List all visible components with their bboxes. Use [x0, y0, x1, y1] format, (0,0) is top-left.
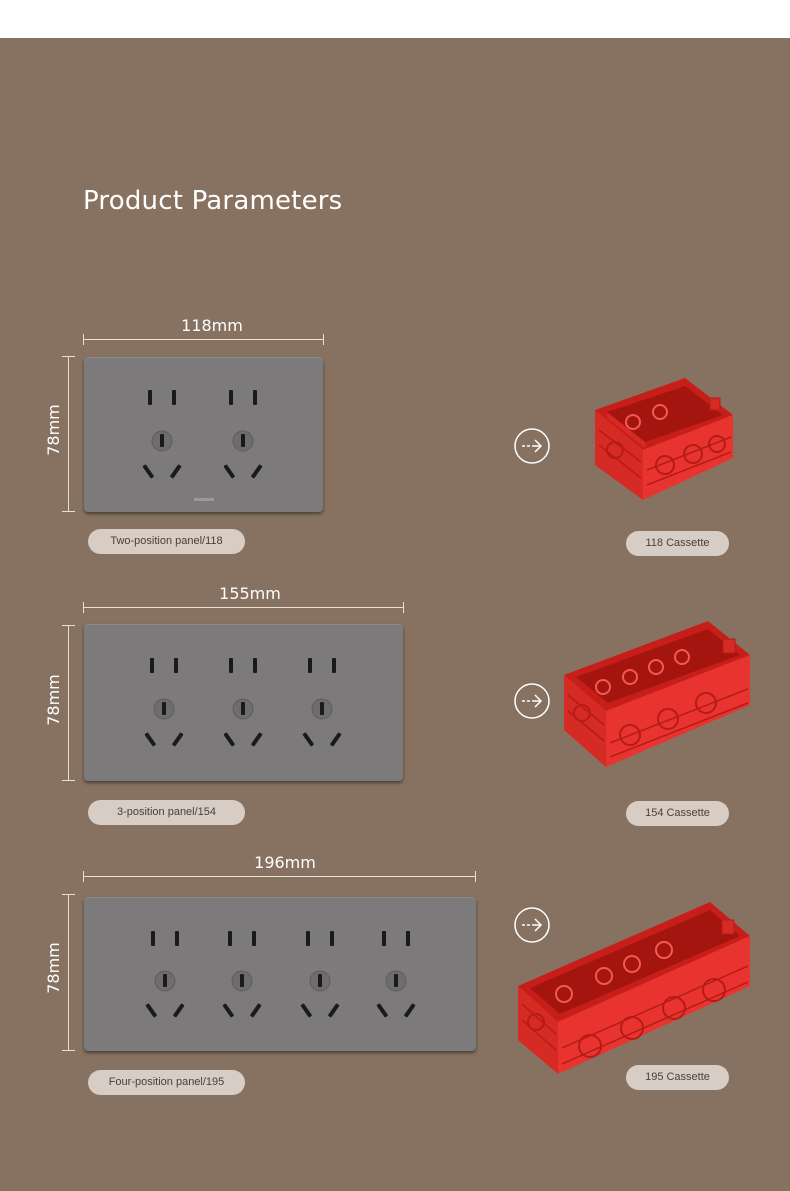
cassette-box-image: [518, 902, 750, 1074]
brand-logo-mark: [194, 498, 214, 501]
socket-panel: [84, 897, 476, 1051]
socket-panel-graphic: [142, 390, 263, 501]
cassette-box-image: [595, 378, 733, 500]
height-label: 78mm: [44, 942, 63, 994]
cassette-box-image: [564, 621, 750, 767]
panel-label: 3-position panel/154: [88, 800, 245, 825]
power-socket-icon: [222, 931, 262, 1018]
height-dimension-line: [62, 625, 75, 781]
power-socket-icon: [223, 658, 263, 747]
socket-panel: [84, 624, 403, 781]
power-socket-icon: [223, 390, 263, 479]
power-socket-icon: [302, 658, 342, 747]
width-label: 118mm: [181, 316, 243, 335]
height-dimension-line: [62, 356, 75, 512]
height-dimension-line: [62, 894, 75, 1051]
panel-label: Two-position panel/118: [88, 529, 245, 554]
cassette-label: 118 Cassette: [626, 531, 729, 556]
cassette-label: 195 Cassette: [626, 1065, 729, 1090]
dashed-right-arrow-icon: [514, 428, 550, 464]
width-dimension-line: [83, 871, 476, 882]
socket-panel: [84, 357, 323, 512]
power-socket-icon: [376, 931, 416, 1018]
power-socket-icon: [145, 931, 185, 1018]
height-label: 78mm: [44, 404, 63, 456]
dashed-right-arrow-icon: [514, 907, 550, 943]
height-label: 78mm: [44, 674, 63, 726]
width-label: 155mm: [219, 584, 281, 603]
width-label: 196mm: [254, 853, 316, 872]
dashed-right-arrow-icon: [514, 683, 550, 719]
power-socket-icon: [300, 931, 340, 1018]
page-title: Product Parameters: [83, 186, 343, 216]
power-socket-icon: [142, 390, 182, 479]
cassette-label: 154 Cassette: [626, 801, 729, 826]
width-dimension-line: [83, 602, 404, 613]
power-socket-icon: [144, 658, 184, 747]
socket-panel-graphic: [144, 658, 342, 747]
panel-label: Four-position panel/195: [88, 1070, 245, 1095]
socket-panel-graphic: [145, 931, 416, 1018]
width-dimension-line: [83, 334, 324, 345]
